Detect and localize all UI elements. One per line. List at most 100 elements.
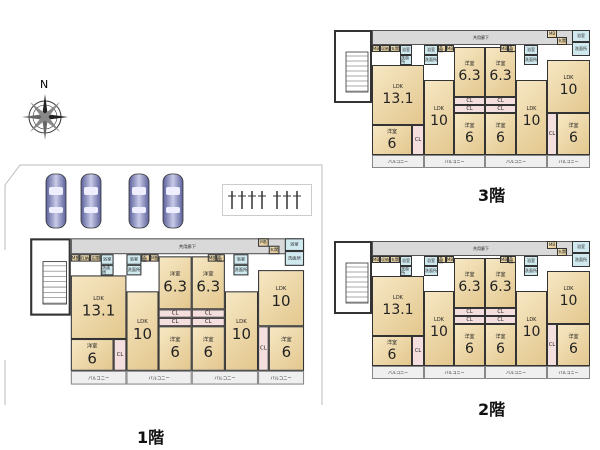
utility-label: 洗面所 [525, 268, 537, 273]
utility-room: 洗面所 [233, 264, 249, 276]
floor-label-3f: 3階 [478, 186, 506, 205]
bicycle-icon [283, 191, 291, 209]
bicycle-icon [238, 191, 246, 209]
stairwell [334, 241, 372, 314]
utility-room: 浴室 [424, 45, 438, 55]
utility-label: 玄関 [509, 254, 513, 264]
utility-room: 玄関 [438, 44, 446, 52]
utility-room: MB [207, 254, 217, 262]
room-type-label: 洋室 [568, 333, 579, 340]
utility-room: 玄関 [216, 252, 225, 263]
balcony: バルコニー [485, 366, 547, 379]
room-type-label: 洋室 [202, 336, 214, 343]
car-icon [162, 173, 184, 229]
room-type-label: 洋室 [281, 336, 292, 343]
utility-room: 浴室 [233, 254, 249, 265]
room-size-label: 6 [281, 343, 292, 361]
room-type-label: 洋室 [169, 336, 181, 343]
closet: CL [547, 324, 557, 366]
utility-room: MB [547, 30, 557, 38]
room-size-label: 6 [496, 340, 505, 357]
utility-label: 洗面所 [575, 46, 587, 51]
utility-label: 収納 [381, 256, 389, 262]
balcony: バルコニー [372, 366, 424, 379]
utility-label: MB [548, 242, 556, 247]
room-type-label: LDK [526, 317, 537, 323]
utility-room: 浴室 [400, 45, 412, 55]
floor-label-1f: 1階 [137, 428, 165, 447]
room-type-label: LDK [434, 317, 444, 323]
closet: CL [454, 308, 485, 316]
closet: CL [485, 316, 516, 324]
room-type-label: CL [466, 308, 473, 315]
room-size-label: 6 [170, 343, 180, 361]
room-size-label: 13.1 [382, 90, 414, 107]
room-type-label: LDK [236, 318, 247, 326]
stairwell [30, 238, 71, 316]
utility-room: 玄関 [390, 45, 400, 52]
utility-room: MB [547, 241, 557, 249]
utility-label: MB [500, 45, 508, 51]
room-size-label: 6 [203, 343, 214, 361]
closet: CL [412, 336, 424, 366]
utility-label: MB [446, 256, 454, 262]
closet: CL [412, 125, 424, 155]
utility-room: MB [149, 254, 159, 262]
stairs-icon [42, 261, 67, 305]
room-size-label: 6 [465, 340, 474, 357]
bicycle-parking [222, 184, 312, 216]
bicycle-icon [273, 191, 281, 209]
utility-label: 収納 [381, 45, 389, 51]
balcony: バルコニー [547, 155, 590, 168]
compass: N [18, 78, 72, 148]
balcony-label: バルコニー [388, 369, 408, 375]
utility-label: 玄関 [217, 252, 222, 263]
room-type-label: 洋室 [495, 60, 506, 67]
room-type-label: LDK [434, 106, 444, 112]
floor-label-2f: 2階 [478, 400, 506, 419]
utility-label: 浴室 [577, 244, 585, 249]
utility-room: 洗面所 [284, 251, 305, 266]
bicycle-icon [248, 191, 256, 209]
utility-room: 洗面所 [524, 55, 538, 65]
room-type-label: LDK [275, 286, 287, 293]
utility-room: 浴室 [524, 45, 538, 55]
stairs-icon [345, 262, 369, 304]
utility-room: MB [500, 256, 508, 263]
corridor-label: 共用廊下 [473, 245, 489, 251]
utility-label: 玄関 [509, 43, 513, 53]
utility-room: 洗面所 [424, 266, 438, 276]
utility-room: 洗面所 [572, 253, 590, 267]
room-type-label: CL [466, 316, 473, 323]
utility-label: 浴室 [129, 256, 139, 262]
balcony: バルコニー [424, 366, 485, 379]
utility-room: 浴室 [524, 256, 538, 266]
utility-label: 玄関 [91, 254, 100, 261]
room-type-label: 洋室 [464, 60, 475, 67]
closet: CL [454, 316, 485, 324]
closet: CL [113, 339, 127, 371]
room-type-label: CL [548, 130, 556, 137]
closet: CL [158, 309, 192, 318]
utility-room: 玄関 [508, 43, 516, 53]
room-size-label: 6 [569, 129, 578, 146]
room-type-label: 洋室 [169, 270, 181, 277]
room-size-label: 6.3 [489, 278, 512, 295]
